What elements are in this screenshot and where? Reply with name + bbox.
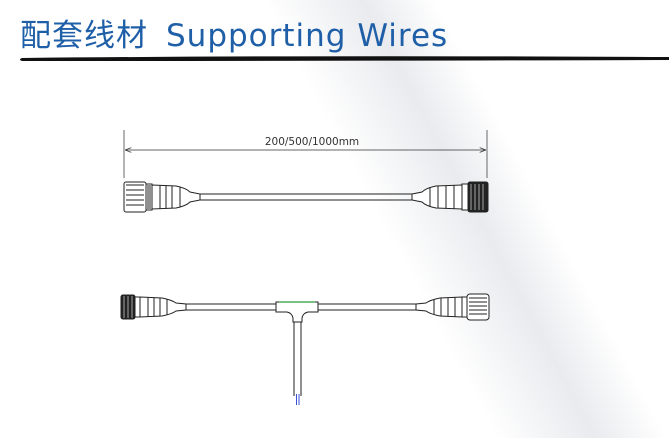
extension-cable [123, 181, 489, 213]
dimension-annotation: 200/500/1000mm [123, 130, 488, 178]
tee-splitter-cable [120, 293, 490, 405]
tee-left-connector [120, 294, 187, 320]
left-connector [123, 181, 201, 213]
header-underline [20, 56, 669, 61]
page-title-english: Supporting Wires [166, 18, 449, 54]
tee-junction [275, 301, 319, 323]
tee-right-connector [415, 293, 490, 321]
dimension-label: 200/500/1000mm [265, 136, 359, 148]
page-title-chinese: 配套线材 [20, 18, 148, 54]
right-connector [411, 181, 489, 213]
drop-lead [293, 322, 302, 405]
page-title: 配套线材 Supporting Wires [20, 10, 448, 55]
